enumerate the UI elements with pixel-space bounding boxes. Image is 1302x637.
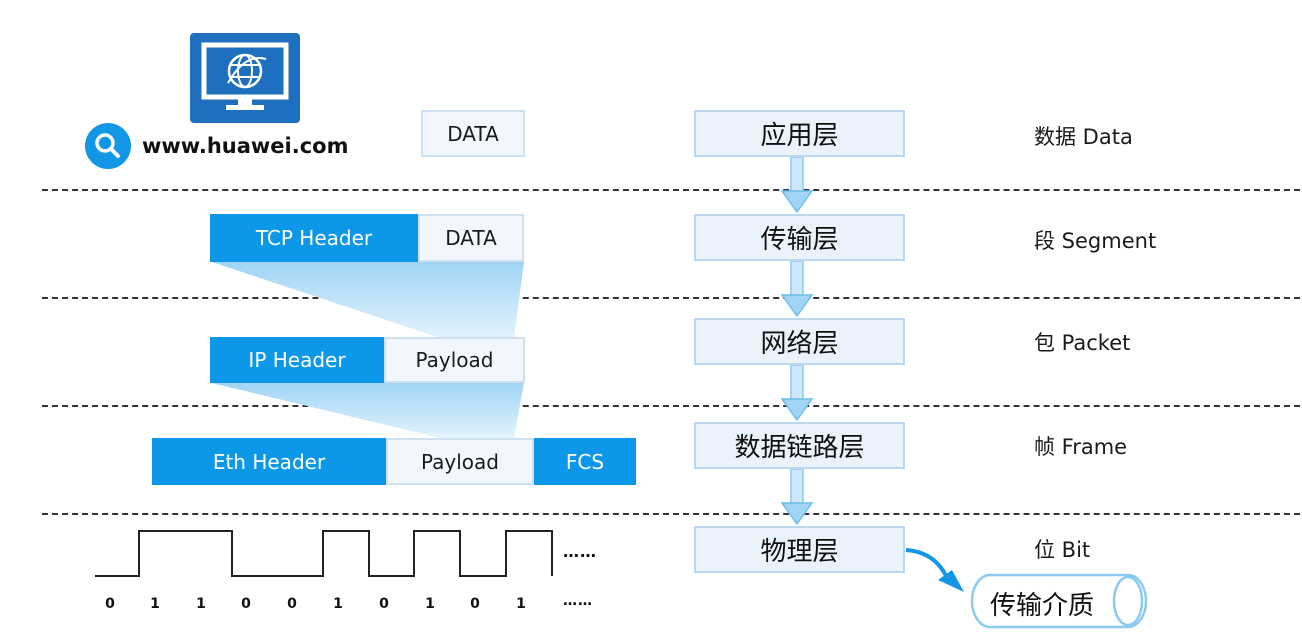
bit-label: 1 bbox=[333, 596, 343, 612]
ip-payload-box: Payload bbox=[384, 337, 525, 383]
url-text[interactable]: www.huawei.com bbox=[142, 134, 349, 158]
eth-header-box: Eth Header bbox=[152, 438, 386, 485]
divider bbox=[42, 405, 1300, 407]
down-arrow-icon bbox=[780, 261, 814, 318]
bit-label: 0 bbox=[379, 596, 389, 612]
curved-arrow-icon bbox=[905, 548, 964, 592]
down-arrow-icon bbox=[780, 365, 814, 422]
bit-label: 0 bbox=[105, 596, 115, 612]
pdu-bit: 位 Bit bbox=[1034, 538, 1091, 562]
layer-physical: 物理层 bbox=[694, 526, 905, 573]
pdu-packet: 包 Packet bbox=[1034, 331, 1131, 355]
pdu-data: 数据 Data bbox=[1034, 125, 1133, 149]
bit-label: 0 bbox=[241, 596, 251, 612]
layer-network: 网络层 bbox=[694, 318, 905, 365]
app-data-box: DATA bbox=[421, 110, 525, 157]
divider bbox=[42, 189, 1300, 191]
bit-label: 0 bbox=[287, 596, 297, 612]
medium-label: 传输介质 bbox=[990, 591, 1095, 621]
tcp-data-box: DATA bbox=[418, 214, 524, 262]
pdu-frame: 帧 Frame bbox=[1034, 435, 1128, 459]
down-arrow-icon bbox=[780, 469, 814, 526]
ip-header-box: IP Header bbox=[210, 337, 384, 383]
waveform-ellipsis: …… bbox=[563, 542, 597, 561]
layer-application: 应用层 bbox=[694, 110, 905, 157]
divider bbox=[42, 513, 1300, 515]
down-arrow-icon bbox=[780, 157, 814, 214]
bit-label: 0 bbox=[470, 596, 480, 612]
divider bbox=[42, 297, 1300, 299]
tcp-header-box: TCP Header bbox=[210, 214, 418, 262]
layer-transport: 传输层 bbox=[694, 214, 905, 261]
bit-label: 1 bbox=[150, 596, 160, 612]
monitor-globe-icon bbox=[190, 33, 300, 123]
bit-label: 1 bbox=[516, 596, 526, 612]
search-icon[interactable] bbox=[85, 123, 131, 169]
eth-payload-box: Payload bbox=[386, 438, 534, 485]
bit-label: 1 bbox=[196, 596, 206, 612]
pdu-segment: 段 Segment bbox=[1034, 229, 1157, 253]
bit-label: 1 bbox=[425, 596, 435, 612]
bits-ellipsis: …… bbox=[563, 593, 593, 609]
medium-cylinder-icon bbox=[970, 573, 1148, 629]
layer-datalink: 数据链路层 bbox=[694, 422, 905, 469]
fcs-box: FCS bbox=[534, 438, 636, 485]
